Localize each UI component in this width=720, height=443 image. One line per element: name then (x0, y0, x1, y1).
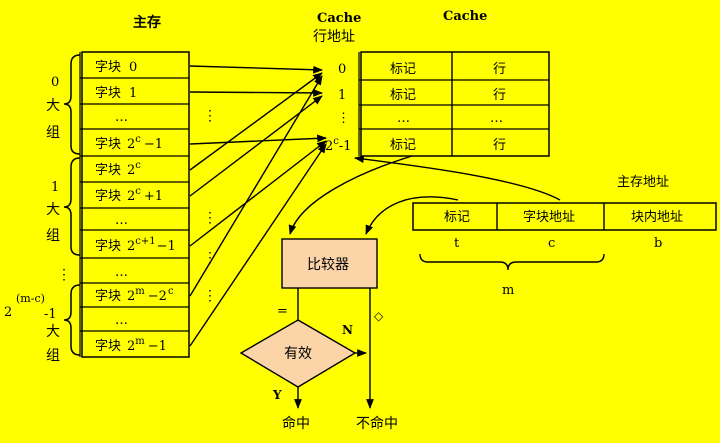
valid-label: 有效 (284, 346, 312, 362)
valid-no: N (342, 323, 353, 337)
addr-letter-c: c (548, 236, 555, 251)
cache-tag-0: 标记 (390, 62, 416, 77)
addr-field-tag: 标记 (444, 210, 470, 225)
group-0-char1: 大 (46, 98, 60, 114)
group-0-number: 0 (51, 75, 59, 90)
group-1-char2: 组 (46, 228, 60, 244)
cache-tag-3: 标记 (390, 138, 416, 153)
group-0-brace (63, 54, 81, 155)
mm-row-8: … (115, 265, 128, 280)
comparator-label: 比较器 (307, 257, 349, 273)
cache-addr-0: 0 (338, 62, 346, 77)
cache-line-0: 行 (493, 62, 506, 77)
group-dots: ⋮ (57, 267, 71, 283)
group-1-number: 1 (51, 180, 59, 195)
cache-title: Cache (443, 9, 487, 24)
block-addr-to-cache-arrow (354, 155, 561, 201)
comparator-equal: = (277, 304, 288, 319)
mm-row-10: … (115, 313, 128, 328)
main-memory-table (79, 51, 190, 358)
cache-line-3: 行 (493, 138, 506, 153)
comparator-box (281, 238, 378, 289)
cache-line-2: … (490, 111, 503, 126)
mapping-arrows (189, 65, 327, 347)
comparator-not-equal: ◇ (374, 309, 384, 323)
cache-tag-1: 标记 (390, 88, 416, 103)
cache-line-1: 行 (493, 88, 506, 103)
addr-total-m: m (502, 283, 514, 298)
result-miss: 不命中 (356, 415, 398, 432)
cache-table (358, 51, 550, 157)
cache-addr-dots: ⋮ (337, 111, 350, 126)
cache-addr-last: 2c-1 (325, 136, 352, 154)
mm-row-6: … (115, 213, 128, 228)
main-address-title: 主存地址 (617, 175, 669, 190)
addr-letter-t: t (454, 236, 460, 251)
cache-addr-title-2: 行地址 (313, 29, 355, 45)
group-last-exp: (m-c) (16, 292, 45, 305)
tag-to-comparator-arrow (365, 196, 459, 235)
cache-tag-to-comparator-arrow (288, 155, 413, 235)
address-brace (419, 253, 605, 271)
addr-letter-b: b (654, 236, 662, 251)
main-memory-title: 主存 (133, 14, 161, 31)
cache-tag-2: … (397, 111, 410, 126)
addr-field-block: 字块地址 (523, 210, 575, 225)
group-last-char2: 组 (46, 348, 60, 364)
side-dots-1: ⋮ (203, 108, 217, 124)
mm-row-2: … (115, 110, 128, 125)
addr-field-offset: 块内地址 (631, 209, 683, 225)
main-address-register (412, 202, 717, 231)
result-hit: 命中 (282, 415, 310, 432)
cache-addr-1: 1 (338, 88, 346, 103)
group-0-char2: 组 (46, 125, 60, 141)
group-1-char1: 大 (46, 202, 60, 218)
valid-yes: Y (272, 388, 282, 402)
cache-addr-title-1: Cache (317, 11, 361, 26)
group-last-base: 2 (4, 305, 12, 320)
side-dots-3: ⋮ (203, 250, 217, 266)
group-last-char1: 大 (46, 324, 60, 340)
side-dots-2: ⋮ (203, 210, 217, 226)
group-last-minus: -1 (44, 307, 57, 322)
side-dots-4: ⋮ (203, 288, 217, 304)
group-last-brace (63, 284, 81, 356)
group-1-brace (63, 157, 81, 256)
